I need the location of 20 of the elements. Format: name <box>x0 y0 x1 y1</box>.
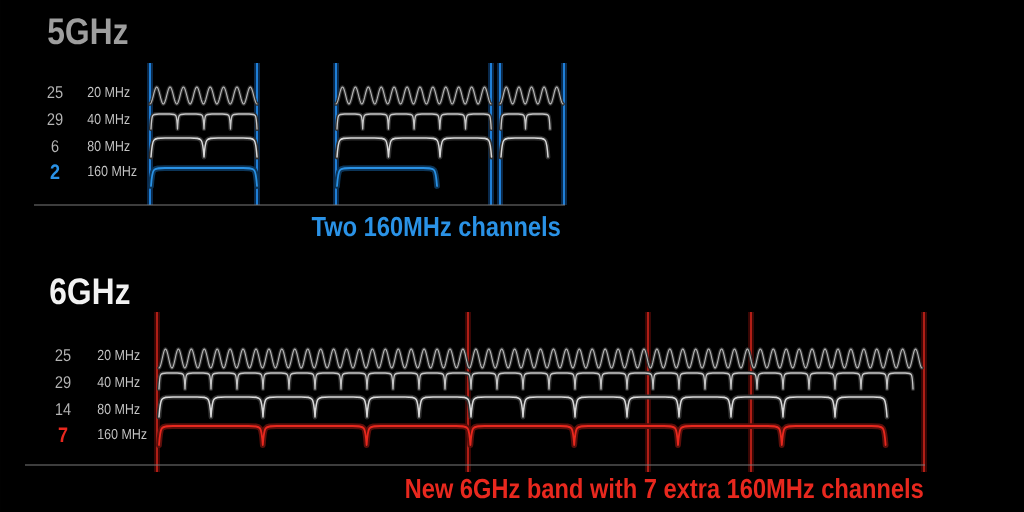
caption: Two 160MHz channels <box>311 216 560 237</box>
band-heading: 6GHz <box>50 278 130 305</box>
channel-width-label: 40 MHz <box>97 376 140 388</box>
channel-count: 29 <box>55 376 71 389</box>
band-heading: 5GHz <box>48 18 128 45</box>
channel-count: 25 <box>47 86 63 99</box>
channel-width-label: 80 MHz <box>97 403 140 415</box>
channel-width-label: 40 MHz <box>87 113 130 125</box>
caption: New 6GHz band with 7 extra 160MHz channels <box>406 478 923 499</box>
channel-count: 14 <box>56 403 71 415</box>
channel-width-label: 160 MHz <box>88 165 137 177</box>
channel-count: 29 <box>47 113 63 126</box>
channel-width-label: 160 MHz <box>98 428 147 440</box>
channel-width-label: 80 MHz <box>87 140 130 152</box>
channel-width-label: 20 MHz <box>97 349 140 361</box>
channel-count: 2 <box>50 164 60 179</box>
channel-count: 25 <box>55 349 71 362</box>
channel-count: 7 <box>58 427 68 442</box>
channel-count: 6 <box>51 140 59 153</box>
channel-width-label: 20 MHz <box>87 86 130 98</box>
